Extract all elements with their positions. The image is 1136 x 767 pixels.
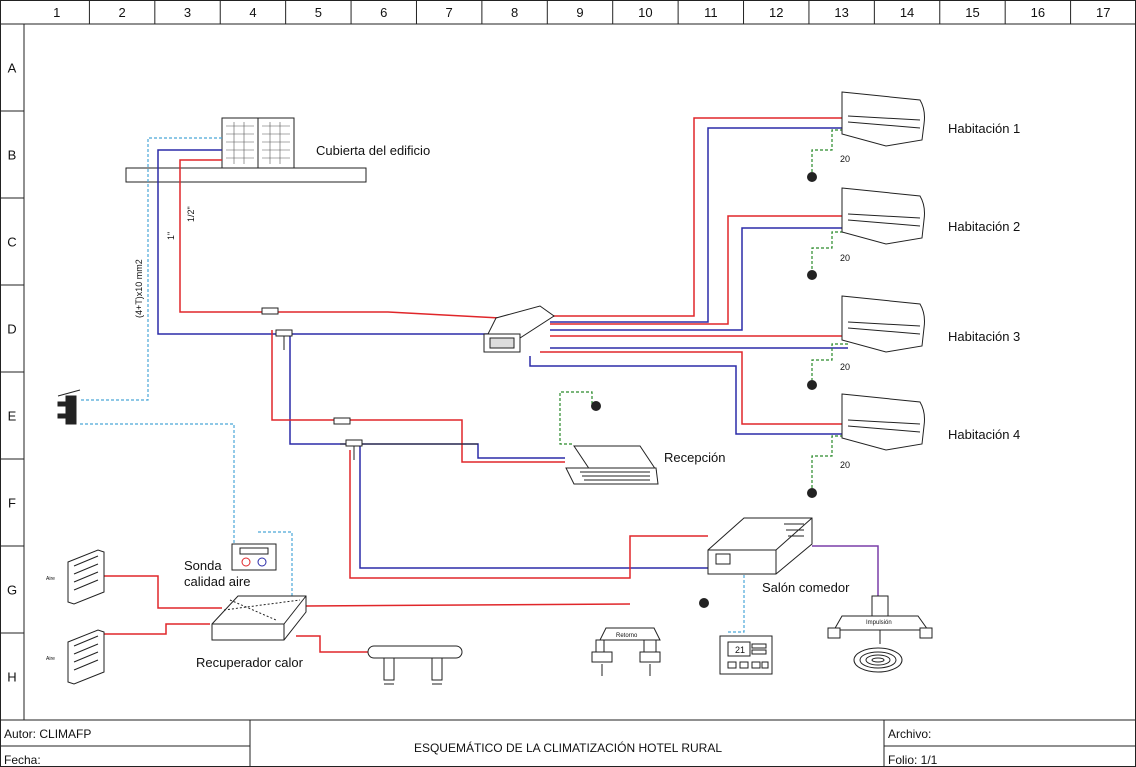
grid-column-label: 12 — [769, 5, 783, 20]
branch-tee-1 — [261, 307, 293, 350]
grid-column-label: 14 — [900, 5, 914, 20]
file-field: Archivo: — [888, 727, 931, 741]
split-unit-2 — [841, 187, 925, 245]
grid-row-label: A — [8, 61, 17, 76]
supply-label: Impulsión — [866, 620, 892, 626]
outdoor-unit — [221, 117, 295, 169]
recovery-label: Recuperador calor — [196, 655, 304, 670]
grille-lower-text: Aire — [46, 656, 55, 662]
grid-column-label: 9 — [576, 5, 583, 20]
grid-column-label: 3 — [184, 5, 191, 20]
grille-lower — [67, 629, 105, 685]
thermostat-1-value: 20 — [840, 154, 850, 164]
distribution-box — [483, 305, 555, 353]
branch-tee-2 — [333, 417, 363, 460]
heat-recovery-unit — [211, 595, 307, 641]
blue-main-line — [157, 149, 500, 335]
grid-row-label: E — [8, 409, 17, 424]
control-panel — [719, 635, 773, 675]
exhaust-manifold — [367, 645, 463, 685]
thermostat-4-value: 20 — [840, 460, 850, 470]
return-duct — [591, 627, 661, 676]
pipe-1in-label: 1" — [166, 232, 176, 240]
split-unit-4 — [841, 393, 925, 451]
return-label: Retorno — [616, 633, 638, 639]
grid-column-label: 7 — [446, 5, 453, 20]
roof-beam — [125, 167, 367, 183]
reception-cassette — [565, 445, 659, 485]
red-main-line — [179, 159, 501, 319]
reception-label: Recepción — [664, 450, 725, 465]
cable-label: (4+T)x10 mm2 — [134, 259, 144, 318]
grid-column-label: 8 — [511, 5, 518, 20]
grid-row-label: F — [8, 496, 16, 511]
probe-label-line2: calidad aire — [184, 574, 251, 589]
grid-row-labels: A B C D E F G H — [0, 61, 24, 685]
thermostat-3-value: 20 — [840, 362, 850, 372]
grid-row-label: D — [7, 322, 16, 337]
author-field: Autor: CLIMAFP — [4, 727, 91, 741]
grid-column-label: 5 — [315, 5, 322, 20]
purple-duct-line — [812, 545, 879, 604]
dining-duct-unit — [707, 517, 813, 575]
probe-label-line1: Sonda — [184, 558, 222, 573]
grille-upper — [67, 549, 105, 605]
grid-column-label: 4 — [249, 5, 256, 20]
grid-row-label: C — [7, 235, 16, 250]
split-unit-3 — [841, 295, 925, 353]
roof-label: Cubierta del edificio — [316, 143, 430, 158]
grid-row-label: G — [7, 583, 17, 598]
date-field: Fecha: — [4, 753, 41, 767]
grid-column-label: 15 — [965, 5, 979, 20]
thermostat-2-value: 20 — [840, 253, 850, 263]
room-3-label: Habitación 3 — [948, 329, 1020, 344]
room-1-label: Habitación 1 — [948, 121, 1020, 136]
grid-column-label: 2 — [119, 5, 126, 20]
grid-column-label: 1 — [53, 5, 60, 20]
air-quality-probe — [231, 543, 277, 571]
pipe-half-label: 1/2" — [186, 206, 196, 222]
room-2-label: Habitación 2 — [948, 219, 1020, 234]
room-4-label: Habitación 4 — [948, 427, 1020, 442]
grid-row-label: B — [8, 148, 17, 163]
folio-field: Folio: 1/1 — [888, 753, 938, 767]
grid-column-label: 10 — [638, 5, 652, 20]
grille-upper-text: Aire — [46, 576, 55, 582]
external-connector — [57, 389, 81, 425]
title-block — [0, 719, 1136, 767]
grid-column-label: 16 — [1031, 5, 1045, 20]
drawing-title: ESQUEMÁTICO DE LA CLIMATIZACIÓN HOTEL RU… — [414, 740, 722, 755]
panel-display-value: 21 — [735, 645, 745, 655]
grid-column-label: 11 — [704, 5, 718, 20]
split-unit-1 — [841, 91, 925, 147]
dining-label: Salón comedor — [762, 580, 850, 595]
grid-column-label: 13 — [834, 5, 848, 20]
supply-duct — [827, 595, 933, 673]
grid-row-label: H — [7, 670, 16, 685]
grid-column-label: 17 — [1096, 5, 1110, 20]
grid-column-label: 6 — [380, 5, 387, 20]
